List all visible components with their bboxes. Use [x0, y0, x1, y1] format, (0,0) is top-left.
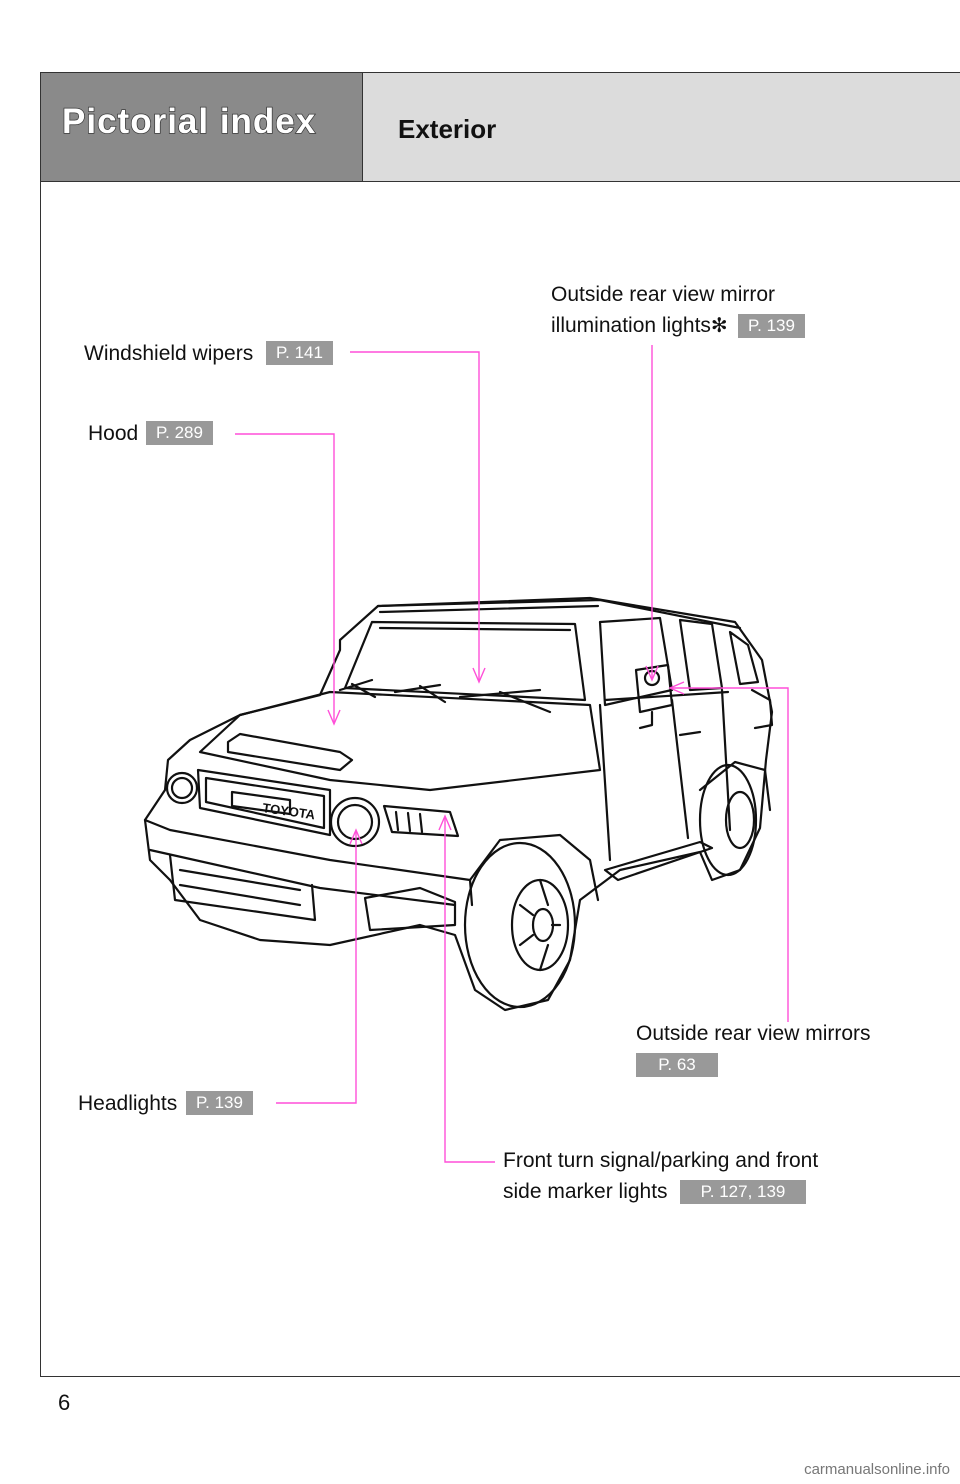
- label-hood: Hood: [88, 422, 139, 445]
- label-headlights: Headlights: [78, 1092, 178, 1115]
- label-turn-signal-line1: Front turn signal/parking and front: [503, 1149, 819, 1172]
- header-subtitle-block: [362, 73, 960, 181]
- header-section-block: [41, 73, 362, 181]
- label-windshield-wipers: Windshield wipers: [84, 342, 254, 365]
- page-frame: [40, 72, 960, 1377]
- label-mirror-lights-text: illumination lights: [551, 314, 711, 337]
- page-subtitle: Exterior: [398, 114, 497, 144]
- ref-turn-signal[interactable]: P. 127, 139: [680, 1180, 806, 1204]
- page-number: 6: [58, 1390, 71, 1415]
- leader-turn-signal: [444, 818, 495, 1163]
- leader-outside-mirrors: [672, 687, 789, 1022]
- asterisk-icon: ✻: [710, 315, 728, 337]
- leader-hood: [235, 433, 335, 722]
- label-turn-signal-line2: side marker lights: [503, 1180, 668, 1203]
- label-mirror-lights-line1: Outside rear view mirror: [551, 283, 776, 306]
- ref-mirror-lights[interactable]: P. 139: [738, 314, 805, 338]
- ref-headlights[interactable]: P. 139: [186, 1091, 253, 1115]
- label-outside-mirrors: Outside rear view mirrors: [636, 1022, 871, 1045]
- vehicle-badge: TOYOTA: [262, 800, 317, 822]
- footer-url[interactable]: carmanualsonline.info: [804, 1461, 950, 1478]
- section-title: Pictorial index: [61, 101, 317, 142]
- leader-headlights: [276, 832, 357, 1104]
- label-mirror-lights-line2: illumination lights✻: [551, 313, 728, 339]
- leader-windshield-wipers: [350, 351, 480, 680]
- header-divider: [41, 181, 960, 182]
- ref-outside-mirrors[interactable]: P. 63: [636, 1053, 718, 1077]
- ref-windshield-wipers[interactable]: P. 141: [266, 341, 333, 365]
- ref-hood[interactable]: P. 289: [146, 421, 213, 445]
